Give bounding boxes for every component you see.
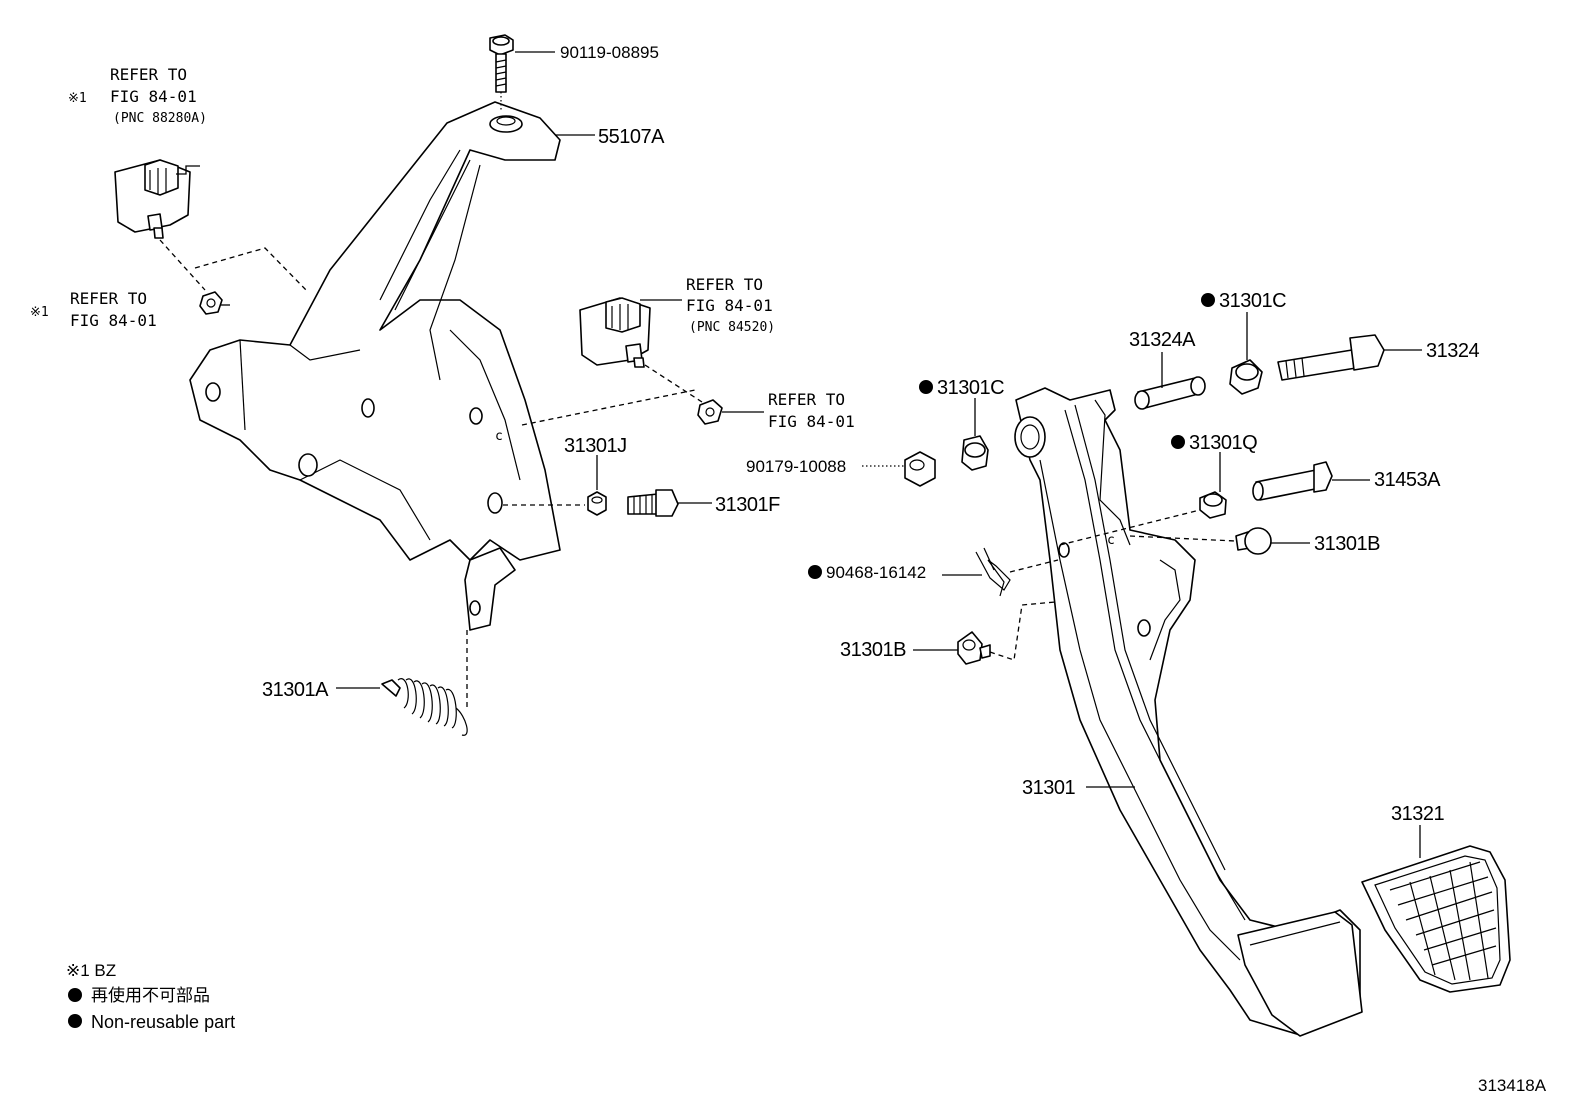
leader-refer-top (176, 165, 200, 175)
refer-left-line1: REFER TO (70, 289, 147, 308)
refer-top-mark: ※1 (68, 91, 87, 106)
stopper-31301b-a (1235, 527, 1272, 555)
legend-note-bz: ※1 BZ (66, 961, 116, 980)
dash-line-31301q (1059, 509, 1201, 546)
clip-90468-16142 (975, 547, 1011, 597)
nut-31301j (587, 491, 607, 516)
refer-left-mark: ※1 (30, 305, 49, 320)
bushing-31301c-a (961, 435, 989, 471)
label-31301: 31301 (1022, 777, 1075, 799)
label-31321: 31321 (1391, 803, 1444, 825)
clutch-switch-middle (579, 297, 723, 425)
refer-right-line1: REFER TO (768, 390, 845, 409)
label-90179-10088: 90179-10088 (746, 457, 846, 476)
nut-90179-10088 (904, 451, 936, 487)
pedal-bracket-55107a: c (189, 101, 561, 631)
label-55107a: 55107A (598, 126, 665, 148)
dash-line-switch-bracket (194, 247, 309, 293)
label-31301b-a: 31301B (1314, 533, 1380, 555)
label-31301f: 31301F (715, 494, 780, 516)
dash-line-31301b-b (989, 601, 1056, 661)
legend-note-en: Non-reusable part (91, 1012, 235, 1032)
label-31301b-b: 31301B (840, 639, 906, 661)
non-reusable-bullet (808, 565, 822, 579)
label-31301c-a: 31301C (937, 377, 1004, 399)
refer-left-line2: FIG 84-01 (70, 311, 157, 330)
bolt-31301f (627, 489, 679, 517)
non-reusable-bullet (1201, 293, 1215, 307)
label-31301j: 31301J (564, 435, 627, 457)
label-31324: 31324 (1426, 340, 1479, 362)
legend-note-jp: 再使用不可部品 (91, 985, 210, 1005)
stopper-31301b-b (957, 631, 991, 665)
refer-mid-line1: REFER TO (686, 275, 763, 294)
refer-mid-line2: FIG 84-01 (686, 296, 773, 315)
refer-right-line2: FIG 84-01 (768, 412, 855, 431)
bushing-31301c-b (1229, 359, 1263, 395)
bushing-31301q (1199, 491, 1227, 519)
refer-top-line2: FIG 84-01 (110, 87, 197, 106)
pedal-pad-31321 (1361, 845, 1511, 993)
non-reusable-bullet (1171, 435, 1185, 449)
svg-text:c: c (495, 429, 503, 444)
legend-bullet (68, 988, 82, 1002)
spring-31301a (381, 678, 468, 736)
figure-id: 313418A (1478, 1076, 1547, 1095)
label-31301a: 31301A (262, 679, 329, 701)
bolt-31324 (1277, 334, 1385, 381)
dash-line-switch-middle (521, 389, 696, 426)
pin-31453a (1252, 461, 1333, 501)
label-31453a: 31453A (1374, 469, 1441, 491)
legend-bullet (68, 1014, 82, 1028)
bolt-90119-08895 (489, 34, 514, 112)
label-90119-08895: 90119-08895 (560, 43, 659, 62)
stop-lamp-switch-top (114, 159, 223, 315)
non-reusable-bullet (919, 380, 933, 394)
refer-top-pnc: (PNC 88280A) (113, 111, 207, 126)
clutch-pedal-31301: c (1014, 387, 1363, 1037)
svg-text:c: c (1107, 533, 1115, 548)
refer-top-line1: REFER TO (110, 65, 187, 84)
collar-31324a (1134, 376, 1206, 410)
label-31324a: 31324A (1129, 329, 1196, 351)
label-90468-16142: 90468-16142 (826, 563, 926, 582)
refer-mid-pnc: (PNC 84520) (689, 320, 775, 335)
label-31301c-b: 31301C (1219, 290, 1286, 312)
label-31301q: 31301Q (1189, 432, 1257, 454)
